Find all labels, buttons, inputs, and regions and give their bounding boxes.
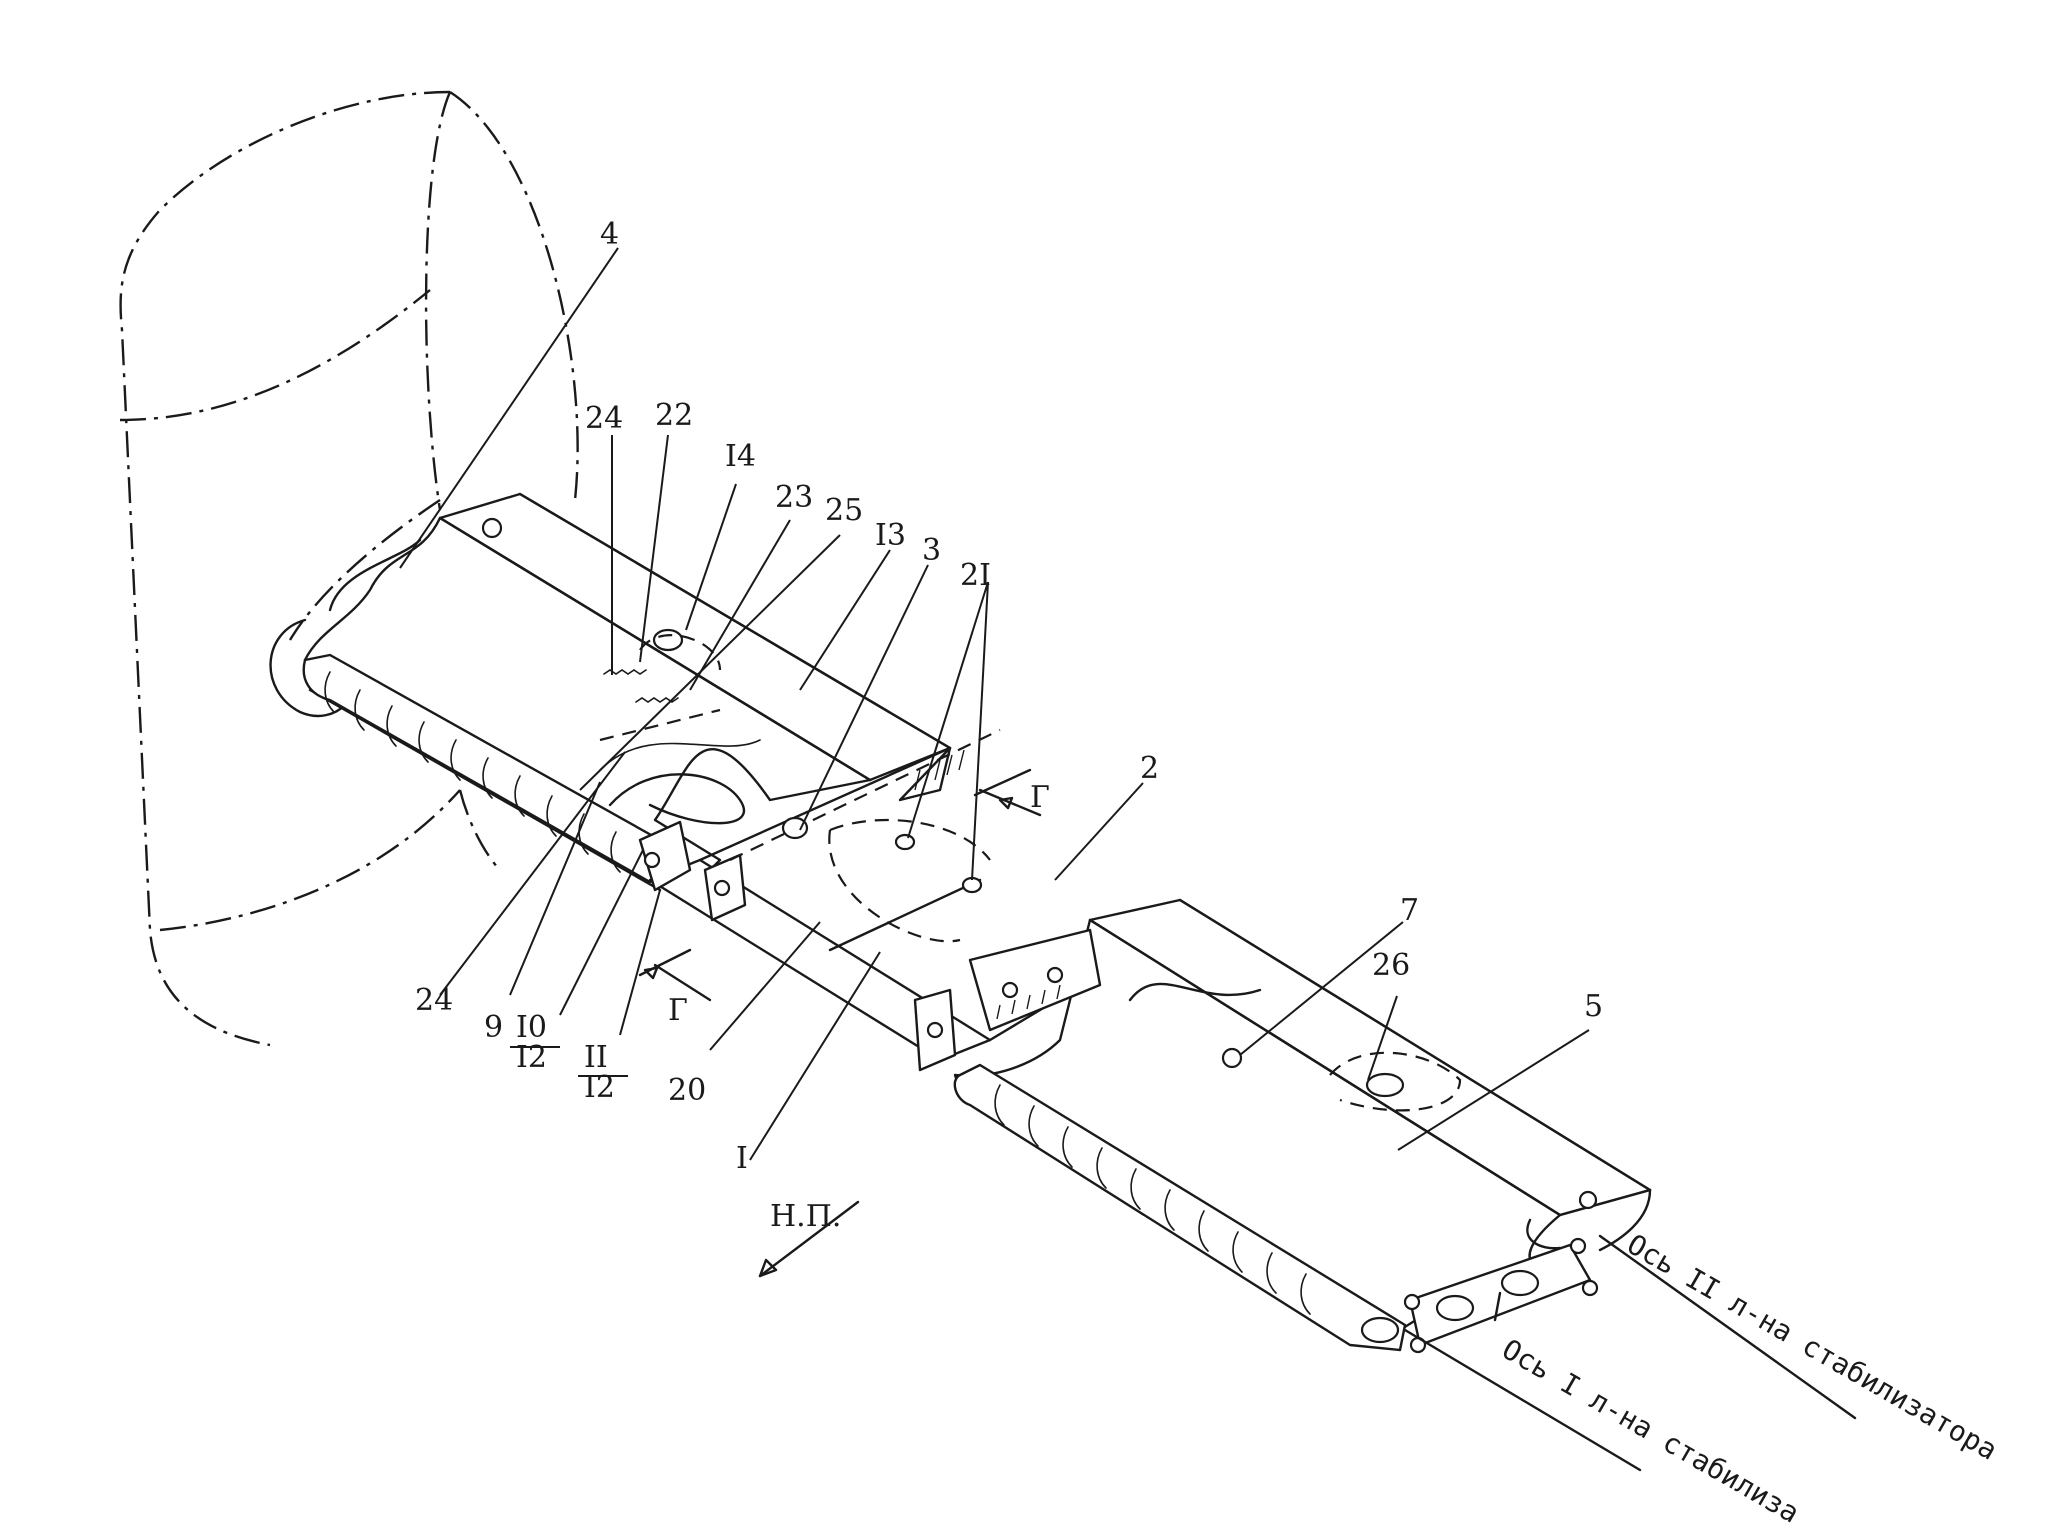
callout-1: I (736, 1141, 748, 1176)
callout-26: 26 (1372, 948, 1410, 983)
callout-3: 3 (922, 533, 941, 568)
callout-9: 9 (484, 1010, 503, 1045)
callout-25: 25 (825, 493, 863, 528)
callout-7: 7 (1400, 893, 1419, 928)
section-marker-g-right: Г (1030, 780, 1050, 815)
callout-11: II (584, 1040, 608, 1075)
callout-12-b: I2 (584, 1070, 615, 1105)
callout-14: I4 (725, 439, 756, 474)
section-marker-g-left: Г (668, 993, 688, 1028)
section-markers (638, 768, 1042, 1002)
callout-22: 22 (655, 398, 693, 433)
callout-12-a: I2 (516, 1040, 547, 1075)
flight-direction-arrow (758, 1200, 860, 1278)
callout-5: 5 (1584, 989, 1603, 1024)
axis-1-label: Ось I л-на стабилиза (1497, 1332, 1805, 1529)
callout-23: 23 (775, 480, 813, 515)
leader-lines (399, 247, 1590, 1161)
callout-labels: 4 24 22 I4 23 25 I3 3 2I 2 Г 7 26 5 24 9… (415, 217, 1603, 1234)
callout-24-top: 24 (585, 401, 623, 436)
right-leading-edge (953, 1063, 1407, 1352)
callout-4: 4 (600, 217, 619, 252)
root-fairing (269, 618, 347, 718)
axis-lines (1403, 1234, 1857, 1472)
callout-21: 2I (960, 558, 991, 593)
callout-13: I3 (875, 518, 906, 553)
callout-10: I0 (516, 1010, 547, 1045)
right-stabilizer-box (953, 898, 1652, 1332)
callout-2: 2 (1140, 751, 1159, 786)
flight-direction-label: Н.П. (770, 1199, 841, 1234)
callout-24-bottom: 24 (415, 983, 453, 1018)
callout-20: 20 (668, 1073, 706, 1108)
